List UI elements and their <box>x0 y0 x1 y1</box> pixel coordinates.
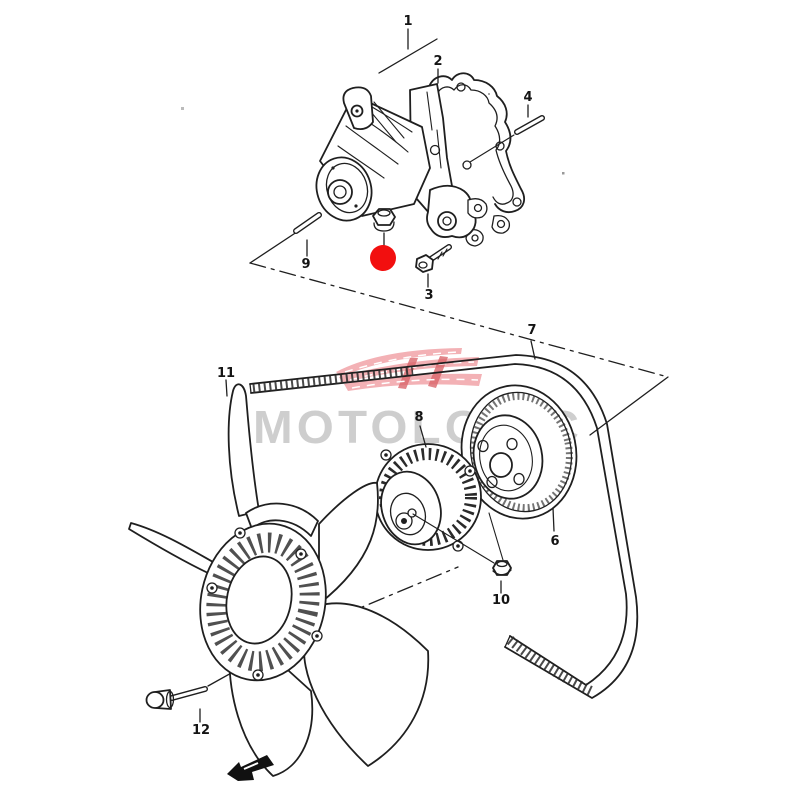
stud-9 <box>293 212 322 234</box>
bolt-3 <box>415 244 452 273</box>
highlighted-part-marker[interactable] <box>370 245 396 271</box>
fan-blade-edge-on <box>245 502 319 537</box>
mounting-bracket <box>426 184 488 239</box>
nut-10 <box>412 512 512 576</box>
nut-10-pointer-line-2 <box>488 512 504 561</box>
front-direction-arrow-icon <box>227 755 274 781</box>
fan-hub-texture <box>206 532 320 672</box>
callout-3-label[interactable]: 3 <box>424 288 433 303</box>
callout-9[interactable]: 9 <box>301 239 311 272</box>
axis-upper-dashdot <box>249 262 669 378</box>
callout-3[interactable]: 3 <box>424 273 434 303</box>
callout-11[interactable]: 11 <box>217 366 235 397</box>
callout-1[interactable]: 1 <box>378 14 438 74</box>
callout-4-label[interactable]: 4 <box>523 90 532 105</box>
paper-specks <box>181 93 565 175</box>
callout-2-label[interactable]: 2 <box>433 54 442 69</box>
callout-6[interactable]: 6 <box>550 507 560 549</box>
gasket-outline <box>428 72 526 247</box>
nut-10-pointer-line-1 <box>412 513 495 564</box>
axis-lower-dashdot <box>311 566 459 629</box>
fan-hub-rivets <box>206 527 323 681</box>
fan-blade-right-top <box>318 482 379 605</box>
callout-11-label[interactable]: 11 <box>217 366 235 381</box>
callout-4[interactable]: 4 <box>523 90 533 118</box>
callout-8-leader <box>419 425 427 448</box>
callout-10[interactable]: 10 <box>492 580 510 608</box>
callout-7-label[interactable]: 7 <box>527 323 536 338</box>
callout-2[interactable]: 2 <box>433 54 443 84</box>
cooling-fan-11 <box>128 383 430 777</box>
callout-8-label[interactable]: 8 <box>414 410 423 425</box>
axis-upper-right-segment <box>589 376 669 436</box>
swoosh-dashes <box>344 351 479 389</box>
water-pump-assembly <box>293 72 545 273</box>
belt-rib-texture-bottom <box>506 636 594 696</box>
stud-4 <box>469 115 545 163</box>
callout-6-leader <box>552 507 555 532</box>
callout-11-leader <box>225 379 228 397</box>
callout-7-leader <box>530 340 536 360</box>
fan-clutch-8 <box>374 443 482 552</box>
fan-blade-right-bottom <box>303 602 430 767</box>
callouts: 1 2 3 4 6 7 8 9 <box>192 14 560 738</box>
callout-7[interactable]: 7 <box>527 323 537 360</box>
callout-12-label[interactable]: 12 <box>192 723 210 738</box>
pump-flange <box>315 156 373 222</box>
callout-9-label[interactable]: 9 <box>301 257 310 272</box>
callout-10-label[interactable]: 10 <box>492 593 510 608</box>
bolt-12 <box>145 686 208 710</box>
pulley-6 <box>460 384 578 520</box>
stud-4-pointer-line <box>469 134 515 163</box>
fan-blade-upper-left <box>128 522 214 574</box>
callout-1-leader-2 <box>378 38 438 74</box>
callout-1-label[interactable]: 1 <box>403 14 412 29</box>
swoosh-band-1 <box>336 348 462 377</box>
nut-5-highlighted <box>372 208 396 247</box>
callout-8[interactable]: 8 <box>414 410 427 448</box>
drive-belt <box>249 354 639 699</box>
callout-6-label[interactable]: 6 <box>550 534 559 549</box>
callout-12[interactable]: 12 <box>192 708 210 738</box>
swoosh-band-3 <box>344 373 482 391</box>
fan-blade-up <box>227 383 260 517</box>
